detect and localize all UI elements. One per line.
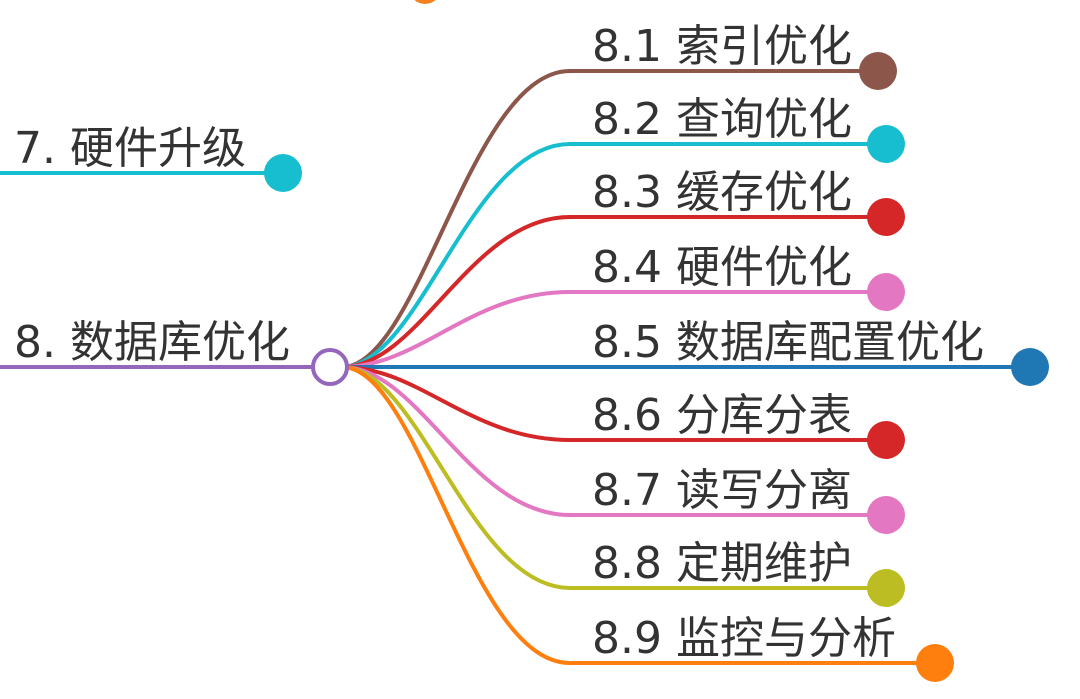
child-node-cache[interactable]: 8.3 缓存优化 <box>340 167 905 369</box>
node-database-optimization-toggle[interactable] <box>311 348 349 386</box>
child-node-index-label: 8.1 索引优化 <box>592 21 852 72</box>
child-node-config-label: 8.5 数据库配置优化 <box>592 317 984 368</box>
top-node-fragment[interactable] <box>409 0 441 4</box>
child-node-sharding-label: 8.6 分库分表 <box>592 390 852 441</box>
child-node-cache-line <box>340 215 888 369</box>
child-node-rw-split-label: 8.7 读写分离 <box>592 465 852 516</box>
child-node-index-dot[interactable] <box>859 52 897 90</box>
child-node-maintenance-dot[interactable] <box>867 569 905 607</box>
child-node-query-label: 8.2 查询优化 <box>592 94 852 145</box>
child-node-query-dot[interactable] <box>867 125 905 163</box>
child-node-monitoring-label: 8.9 监控与分析 <box>592 613 896 664</box>
child-node-index[interactable]: 8.1 索引优化 <box>340 21 897 369</box>
child-node-cache-label: 8.3 缓存优化 <box>592 167 852 218</box>
child-node-monitoring[interactable]: 8.9 监控与分析 <box>340 365 954 682</box>
child-node-rw-split[interactable]: 8.7 读写分离 <box>340 365 905 534</box>
child-node-rw-split-dot[interactable] <box>867 496 905 534</box>
node-hardware-upgrade-label: 7. 硬件升级 <box>14 123 246 174</box>
child-node-rw-split-line <box>340 365 888 517</box>
node-database-optimization-label: 8. 数据库优化 <box>14 317 290 368</box>
child-branches: 8.1 索引优化 8.2 查询优化 8.3 缓存优化 8.4 硬件优化 8.5 数据库配… <box>340 21 1049 682</box>
child-node-hardware[interactable]: 8.4 硬件优化 <box>340 242 905 369</box>
child-node-hardware-label: 8.4 硬件优化 <box>592 242 852 293</box>
child-node-monitoring-line <box>340 365 937 665</box>
node-hardware-upgrade[interactable]: 7. 硬件升级 <box>0 123 302 192</box>
child-node-config[interactable]: 8.5 数据库配置优化 <box>340 317 1049 386</box>
child-node-sharding[interactable]: 8.6 分库分表 <box>340 365 905 459</box>
child-node-hardware-dot[interactable] <box>867 273 905 311</box>
child-node-config-dot[interactable] <box>1011 348 1049 386</box>
child-node-maintenance-label: 8.8 定期维护 <box>592 538 852 589</box>
node-database-optimization[interactable]: 8. 数据库优化 <box>0 317 314 369</box>
child-node-monitoring-dot[interactable] <box>916 644 954 682</box>
child-node-cache-dot[interactable] <box>867 198 905 236</box>
child-node-index-line <box>340 69 880 369</box>
child-node-maintenance-line <box>340 365 888 590</box>
child-node-hardware-line <box>340 290 888 369</box>
node-hardware-upgrade-dot[interactable] <box>264 154 302 192</box>
child-node-maintenance[interactable]: 8.8 定期维护 <box>340 365 905 607</box>
child-node-sharding-line <box>340 365 888 442</box>
child-node-sharding-dot[interactable] <box>867 421 905 459</box>
child-node-query-line <box>340 142 888 369</box>
child-node-query[interactable]: 8.2 查询优化 <box>340 94 905 369</box>
